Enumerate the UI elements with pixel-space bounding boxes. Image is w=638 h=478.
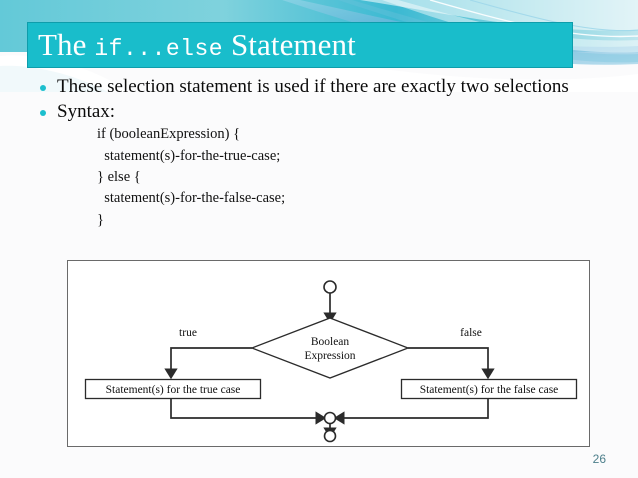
bullet-text-1: These selection statement is used if the… [57, 76, 569, 97]
edge-false-to-merge [333, 399, 489, 425]
decision-label-line2: Expression [304, 350, 355, 362]
merge-node-icon [323, 411, 337, 425]
true-case-box-label: Statement(s) for the true case [106, 384, 241, 396]
page-number: 26 [592, 452, 606, 466]
start-node-icon [323, 280, 337, 294]
flowchart-diagram: Boolean Expression true false Statement(… [67, 260, 590, 447]
code-line: } [97, 211, 104, 228]
edge-true-branch [164, 347, 252, 380]
code-line: if (booleanExpression) { [97, 126, 241, 143]
false-case-box [400, 378, 578, 400]
bullet-item-2: Syntax: [0, 101, 638, 123]
bullet-dot-icon [40, 110, 46, 117]
false-case-box-label: Statement(s) for the false case [420, 384, 559, 396]
end-node-icon [323, 429, 337, 443]
edge-true-to-merge [170, 399, 327, 425]
page-title: The if...else Statement [38, 29, 356, 61]
code-block: if (booleanExpression) { statement(s)-fo… [0, 124, 638, 231]
edge-label-true: true [179, 327, 197, 339]
title-part-1: The [38, 27, 95, 62]
true-case-box [84, 378, 262, 400]
code-line: statement(s)-for-the-true-case; [97, 147, 281, 164]
code-line: statement(s)-for-the-false-case; [97, 190, 286, 207]
slide-title-bar: The if...else Statement [27, 22, 573, 68]
bullet-item-1: These selection statement is used if the… [0, 76, 638, 98]
title-part-2: Statement [223, 27, 356, 62]
code-line: } else { [97, 169, 141, 186]
bullet-text-2: Syntax: [57, 101, 116, 123]
title-code-keyword: if...else [94, 36, 224, 62]
bullet-dot-icon [40, 85, 46, 91]
edge-label-false: false [460, 327, 482, 339]
flowchart-svg: Boolean Expression true false Statement(… [67, 260, 590, 447]
slide-body: These selection statement is used if the… [0, 76, 638, 231]
decision-diamond [250, 317, 410, 379]
decision-label-line1: Boolean [311, 336, 350, 348]
edge-false-branch [408, 347, 495, 380]
